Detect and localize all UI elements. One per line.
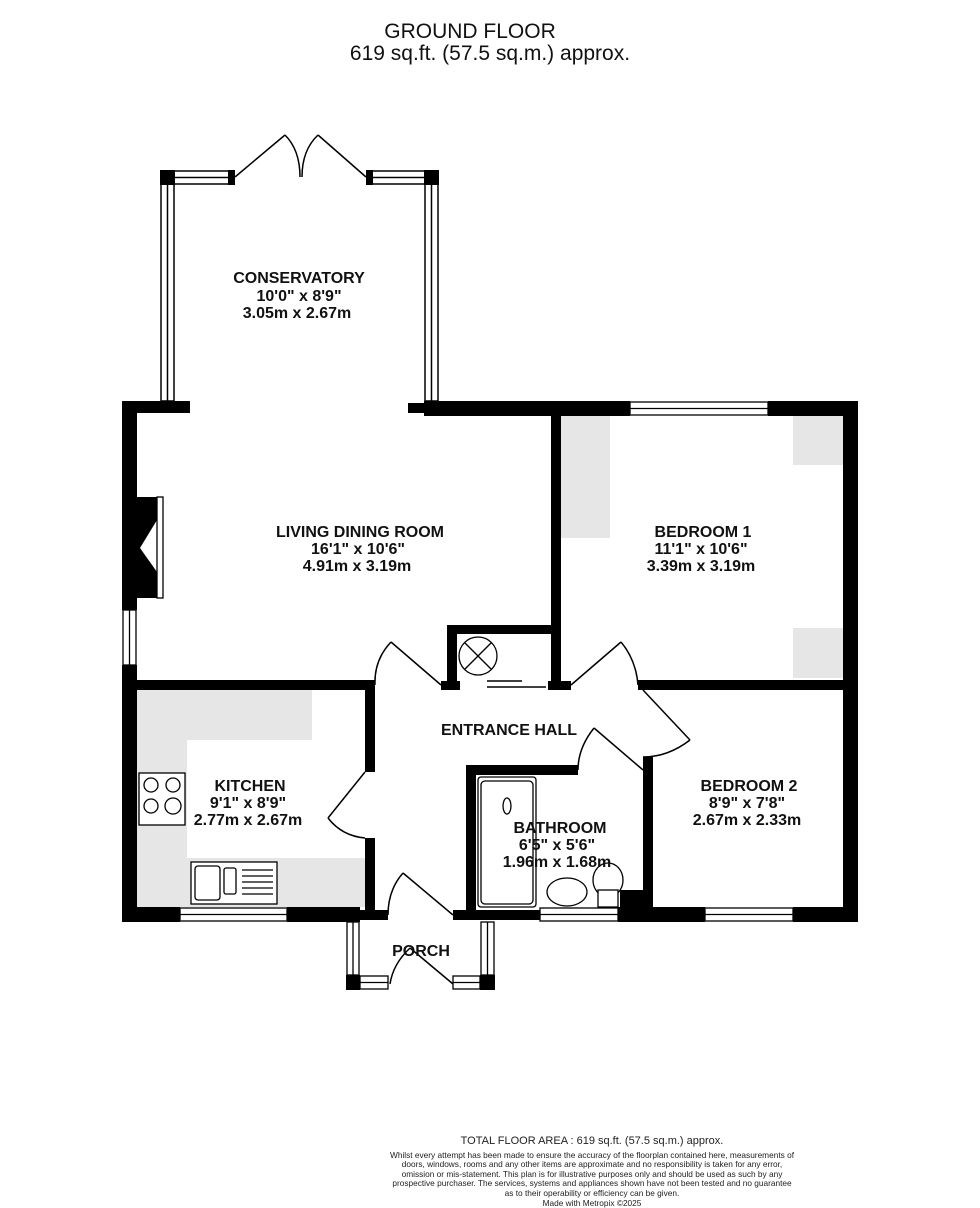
room-dims-metric: 4.91m x 3.19m	[303, 558, 412, 575]
floor-title: GROUND FLOOR	[384, 20, 556, 43]
room-dims-imperial: 16'1" x 10'6"	[311, 541, 405, 558]
room-name: BEDROOM 2	[701, 778, 798, 795]
walls	[122, 170, 858, 990]
fixtures	[138, 636, 624, 908]
room-dims-metric: 1.96m x 1.68m	[503, 854, 612, 871]
room-dims-metric: 3.39m x 3.19m	[647, 558, 756, 575]
fireplace	[137, 497, 157, 598]
room-name: BEDROOM 1	[655, 524, 752, 541]
room-dims-metric: 2.67m x 2.33m	[693, 812, 802, 829]
room-name: ENTRANCE HALL	[441, 722, 577, 739]
credit: Made with Metropix ©2025	[542, 1198, 642, 1208]
room-dims-metric: 2.77m x 2.67m	[194, 812, 303, 829]
basin-icon	[546, 877, 588, 907]
room-name: BATHROOM	[513, 820, 606, 837]
disclaimer: Whilst every attempt has been made to en…	[390, 1150, 795, 1198]
room-dims-imperial: 10'0" x 8'9"	[256, 288, 341, 305]
room-dims-imperial: 11'1" x 10'6"	[654, 541, 747, 558]
room-dims-imperial: 8'9" x 7'8"	[709, 795, 785, 812]
room-name: PORCH	[392, 943, 450, 960]
room-dims-metric: 3.05m x 2.67m	[243, 305, 352, 322]
room-dims-imperial: 6'5" x 5'6"	[519, 837, 595, 854]
floor-area: 619 sq.ft. (57.5 sq.m.) approx.	[349, 42, 631, 65]
conservatory-windows	[160, 170, 439, 402]
room-name: LIVING DINING ROOM	[276, 524, 444, 541]
room-name: KITCHEN	[214, 778, 285, 795]
doors	[234, 134, 691, 985]
room-name: CONSERVATORY	[233, 270, 365, 287]
room-labels: CONSERVATORY 10'0" x 8'9" 3.05m x 2.67m …	[194, 270, 802, 960]
total-floor-area: TOTAL FLOOR AREA : 619 sq.ft. (57.5 sq.m…	[460, 1135, 724, 1147]
room-dims-imperial: 9'1" x 8'9"	[210, 795, 286, 812]
windows	[122, 401, 794, 990]
